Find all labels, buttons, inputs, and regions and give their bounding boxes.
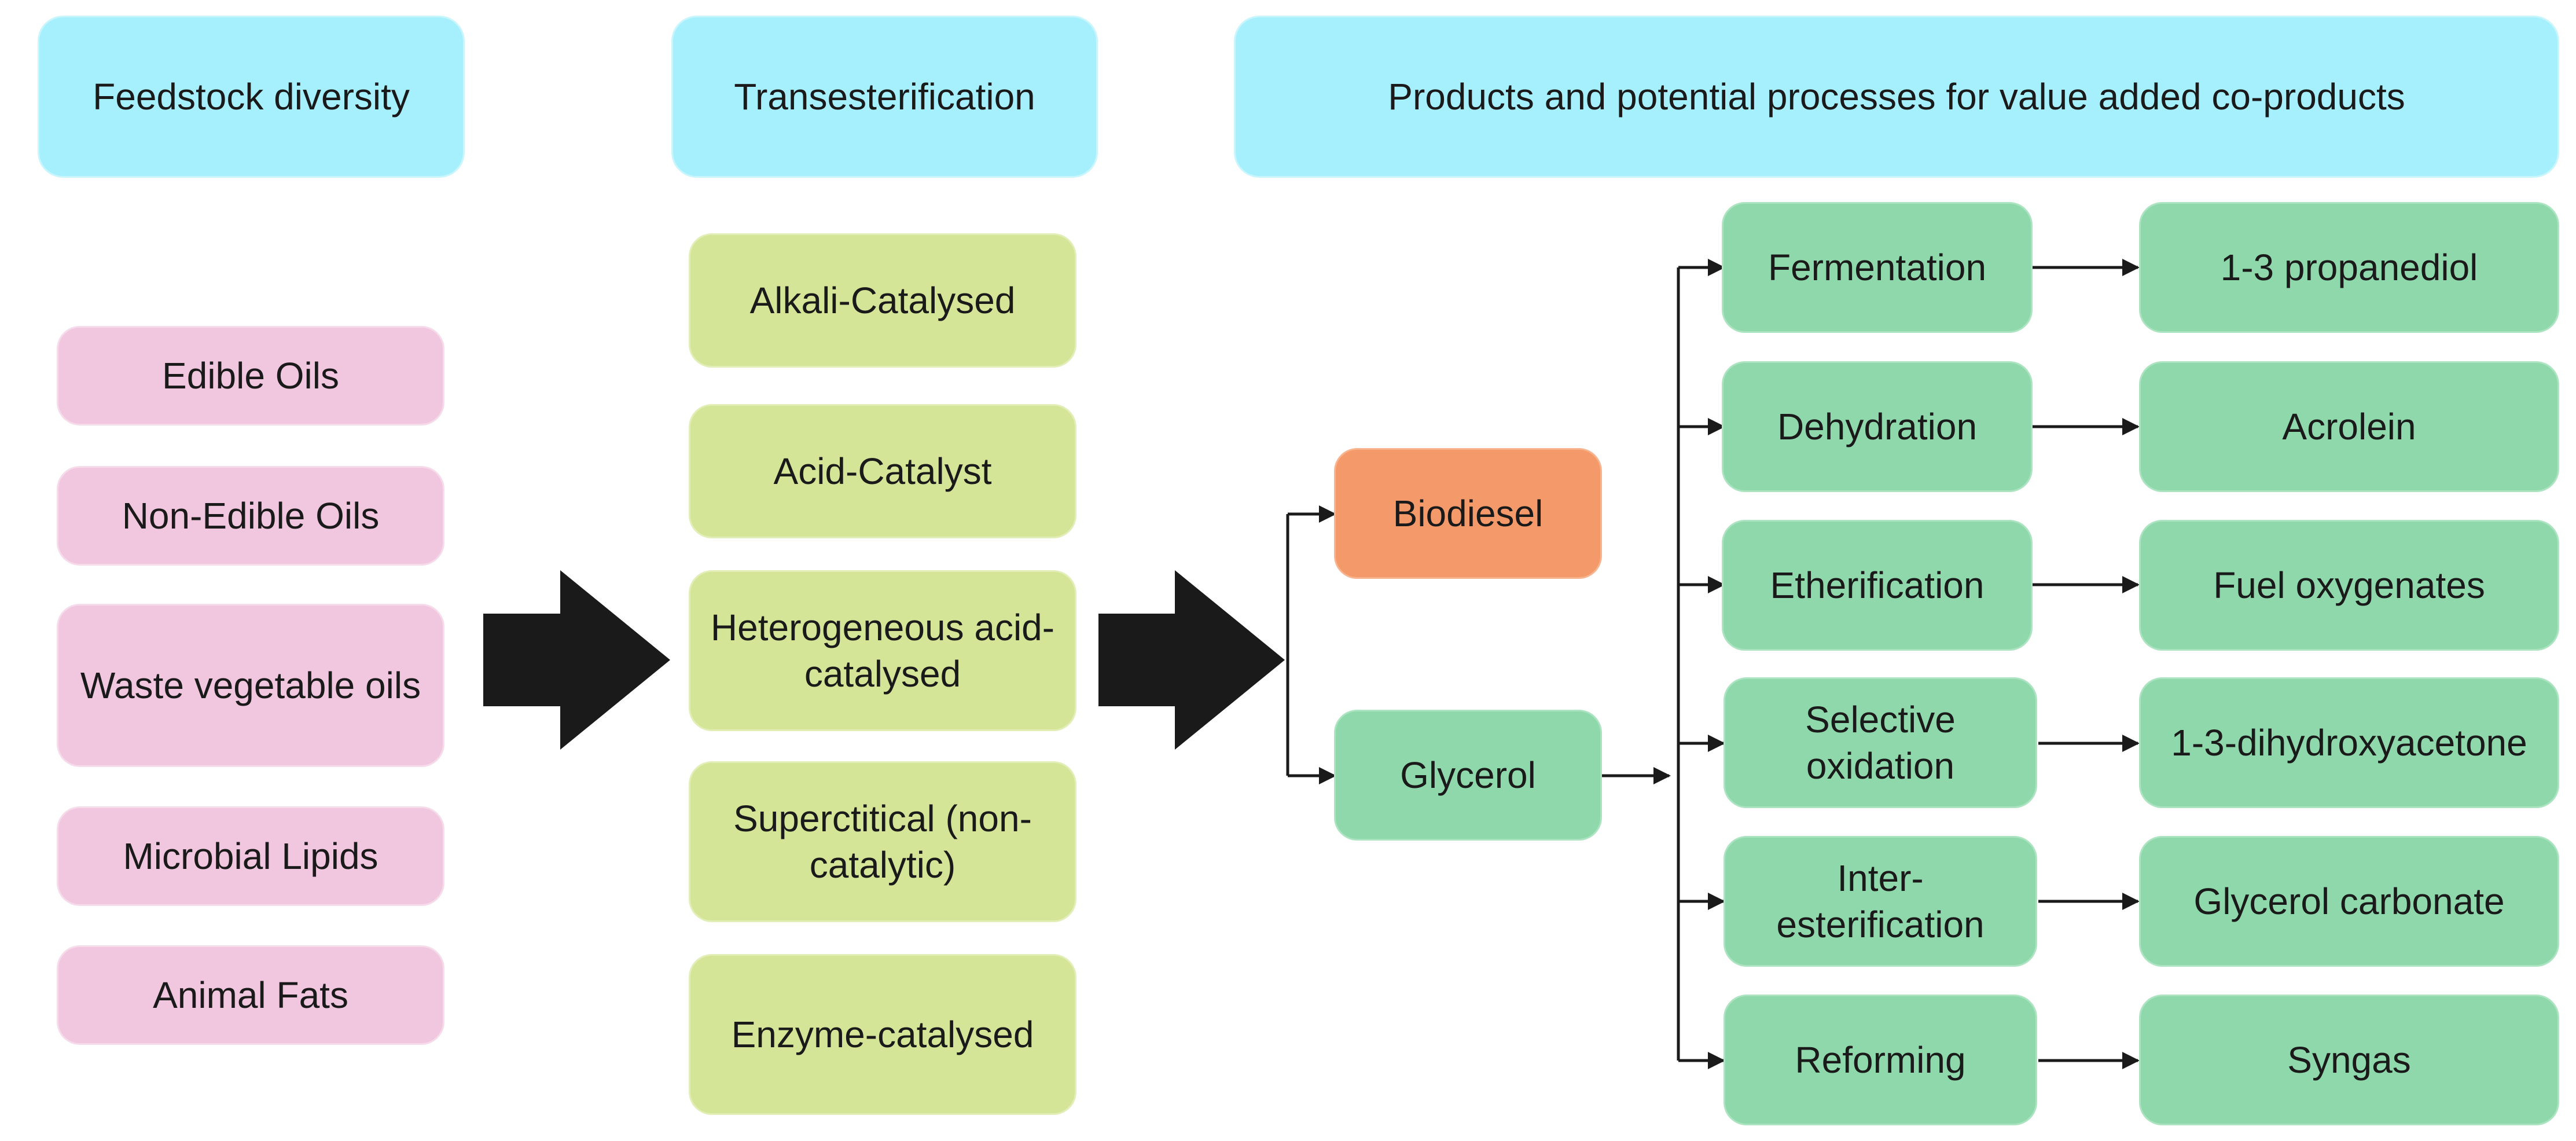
feedstock-animal-fats: Animal Fats (57, 945, 444, 1045)
glycerol-trunk-connector (1602, 259, 1725, 1069)
method-heterogeneous-acid-catalysed: Heterogeneous acid-catalysed (689, 570, 1076, 731)
split-connector (1286, 505, 1336, 784)
coproduct-syngas: Syngas (2139, 995, 2559, 1125)
output-biodiesel: Biodiesel (1334, 448, 1602, 579)
feedstock-microbial-lipids: Microbial Lipids (57, 806, 444, 906)
coproduct-glycerol-carbonate: Glycerol carbonate (2139, 836, 2559, 967)
process-fermentation: Fermentation (1722, 202, 2033, 333)
method-alkali-catalysed: Alkali-Catalysed (689, 233, 1076, 368)
feedstock-non-edible-oils: Non-Edible Oils (57, 466, 444, 566)
feedstock-edible-oils: Edible Oils (57, 326, 444, 425)
big-arrow-2 (1098, 570, 1285, 750)
coproduct-propanediol: 1-3 propanediol (2139, 202, 2559, 333)
big-arrow-1 (483, 570, 670, 750)
header-transesterification: Transesterification (671, 16, 1098, 178)
process-inter-esterification: Inter-esterification (1724, 836, 2037, 967)
coproduct-acrolein: Acrolein (2139, 361, 2559, 492)
process-product-connectors (2033, 259, 2140, 1069)
coproduct-dihydroxyacetone: 1-3-dihydroxyacetone (2139, 677, 2559, 808)
feedstock-waste-vegetable-oils: Waste vegetable oils (57, 604, 444, 767)
coproduct-fuel-oxygenates: Fuel oxygenates (2139, 520, 2559, 651)
method-enzyme-catalysed: Enzyme-catalysed (689, 954, 1076, 1115)
method-supercritical: Superctitical (non-catalytic) (689, 761, 1076, 922)
process-reforming: Reforming (1724, 995, 2037, 1125)
process-dehydration: Dehydration (1722, 361, 2033, 492)
method-acid-catalyst: Acid-Catalyst (689, 404, 1076, 538)
header-feedstock: Feedstock diversity (38, 16, 465, 178)
process-selective-oxidation: Selective oxidation (1724, 677, 2037, 808)
process-etherification: Etherification (1722, 520, 2033, 651)
output-glycerol: Glycerol (1334, 710, 1602, 841)
header-products: Products and potential processes for val… (1234, 16, 2559, 178)
